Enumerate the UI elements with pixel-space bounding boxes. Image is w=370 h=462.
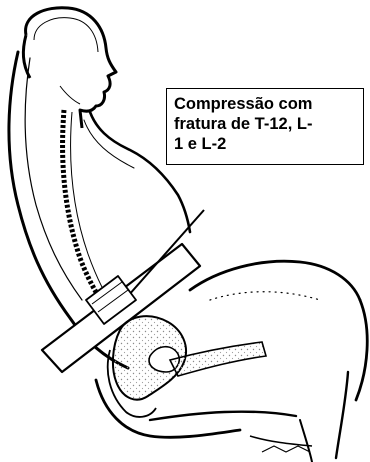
thigh-stipple: [210, 292, 320, 300]
seat: [250, 436, 312, 452]
chest-inner: [84, 120, 134, 168]
fracture-callout: Compressão com fratura de T-12, L- 1 e L…: [166, 88, 364, 165]
jaw: [60, 86, 80, 104]
callout-line-2: fratura de T-12, L-: [174, 114, 357, 134]
thigh-bottom: [150, 412, 296, 420]
head-outline: [26, 8, 116, 128]
back-inner: [25, 58, 82, 300]
shin: [336, 372, 348, 458]
buttock: [96, 380, 240, 437]
neck: [23, 35, 30, 78]
knee: [356, 300, 367, 400]
callout-line-3: 1 e L-2: [174, 134, 357, 154]
head: [23, 8, 116, 128]
skull-inner: [34, 18, 98, 52]
pelvis: [108, 316, 266, 417]
thigh-top: [190, 261, 360, 300]
calf: [300, 420, 312, 462]
callout-line-1: Compressão com: [174, 94, 357, 114]
